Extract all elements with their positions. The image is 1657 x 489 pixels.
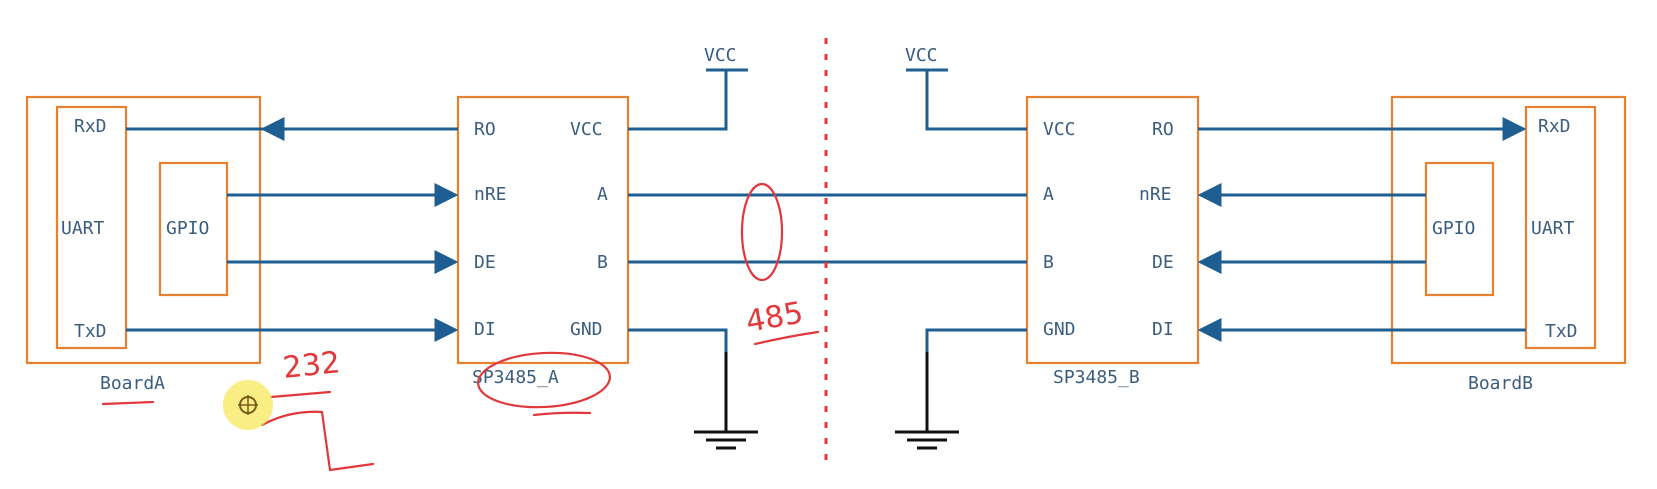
- annotation-485-underline: [753, 330, 820, 346]
- chip-a-gnd-label: GND: [570, 319, 603, 340]
- board-b-uart-block: [1524, 105, 1597, 350]
- chip-b-ro-label: RO: [1152, 119, 1174, 140]
- board-a: RxD UART TxD GPIO BoardA: [25, 95, 262, 394]
- cursor-highlight: [223, 380, 273, 430]
- chip-a-caption: SP3485_A: [472, 367, 559, 388]
- chip-b-b-label: B: [1043, 252, 1054, 273]
- vcc-right: VCC: [905, 45, 1027, 131]
- board-b-outline: [1390, 95, 1627, 365]
- board-a-txd-label: TxD: [74, 321, 107, 342]
- ground-left-wire: [628, 328, 728, 432]
- chip-b-de-label: DE: [1152, 252, 1174, 273]
- board-a-gpio-block: [158, 161, 229, 297]
- chip-b-gnd-label: GND: [1043, 319, 1076, 340]
- board-a-uart-label: UART: [61, 218, 105, 239]
- board-b-txd-label: TxD: [1545, 321, 1578, 342]
- wires-right: [1197, 117, 1527, 342]
- chip-b: VCC A B GND RO nRE DE DI SP3485_B: [1025, 95, 1200, 388]
- chip-b-a-label: A: [1043, 184, 1054, 205]
- vcc-right-wire: [925, 70, 1027, 131]
- board-a-outline: [25, 95, 262, 365]
- vcc-left-wire: [628, 70, 728, 131]
- chip-a-a-label: A: [597, 184, 608, 205]
- chip-a-vcc-label: VCC: [570, 119, 603, 140]
- vcc-left-label: VCC: [704, 45, 737, 66]
- ground-right-wire: [925, 328, 1027, 432]
- bus-lines-ellipse: [740, 182, 784, 282]
- chip-a-b-label: B: [597, 252, 608, 273]
- chip-a-caption-circle: [476, 351, 612, 409]
- board-b-rxd-label: RxD: [1538, 116, 1571, 137]
- board-b: RxD UART TxD GPIO BoardB: [1390, 95, 1627, 394]
- ground-left: [628, 328, 758, 450]
- chip-b-vcc-label: VCC: [1043, 119, 1076, 140]
- board-a-rxd-label: RxD: [74, 116, 107, 137]
- chip-b-nre-label: nRE: [1139, 184, 1172, 205]
- board-a-gpio-label: GPIO: [166, 218, 209, 239]
- chip-a-caption-underline: [532, 411, 592, 417]
- boarda-underline: [101, 400, 155, 406]
- chip-b-outline: [1025, 95, 1200, 365]
- wires-left: [126, 117, 459, 342]
- board-a-caption: BoardA: [100, 373, 165, 394]
- handwritten-annotations: 232 485: [101, 182, 820, 472]
- chip-b-di-label: DI: [1152, 319, 1174, 340]
- annotation-232-underline: [269, 390, 332, 399]
- chip-a: RO nRE DE DI VCC A B GND SP3485_A: [456, 95, 630, 388]
- vcc-right-label: VCC: [905, 45, 938, 66]
- ground-right: [895, 328, 1027, 450]
- annotation-232: 232: [281, 345, 342, 386]
- board-b-gpio-label: GPIO: [1432, 218, 1475, 239]
- chip-a-di-label: DI: [474, 319, 496, 340]
- annotation-485: 485: [743, 295, 805, 339]
- chip-a-nre-label: nRE: [474, 184, 507, 205]
- chip-a-de-label: DE: [474, 252, 496, 273]
- chip-b-caption: SP3485_B: [1053, 367, 1140, 388]
- board-b-gpio-block: [1424, 161, 1495, 297]
- vcc-left: VCC: [628, 45, 748, 131]
- annotation-232-waveform: [260, 410, 375, 472]
- board-a-uart-block: [55, 105, 128, 350]
- board-b-caption: BoardB: [1468, 373, 1533, 394]
- board-b-uart-label: UART: [1531, 218, 1575, 239]
- chip-a-outline: [456, 95, 630, 365]
- chip-a-ro-label: RO: [474, 119, 496, 140]
